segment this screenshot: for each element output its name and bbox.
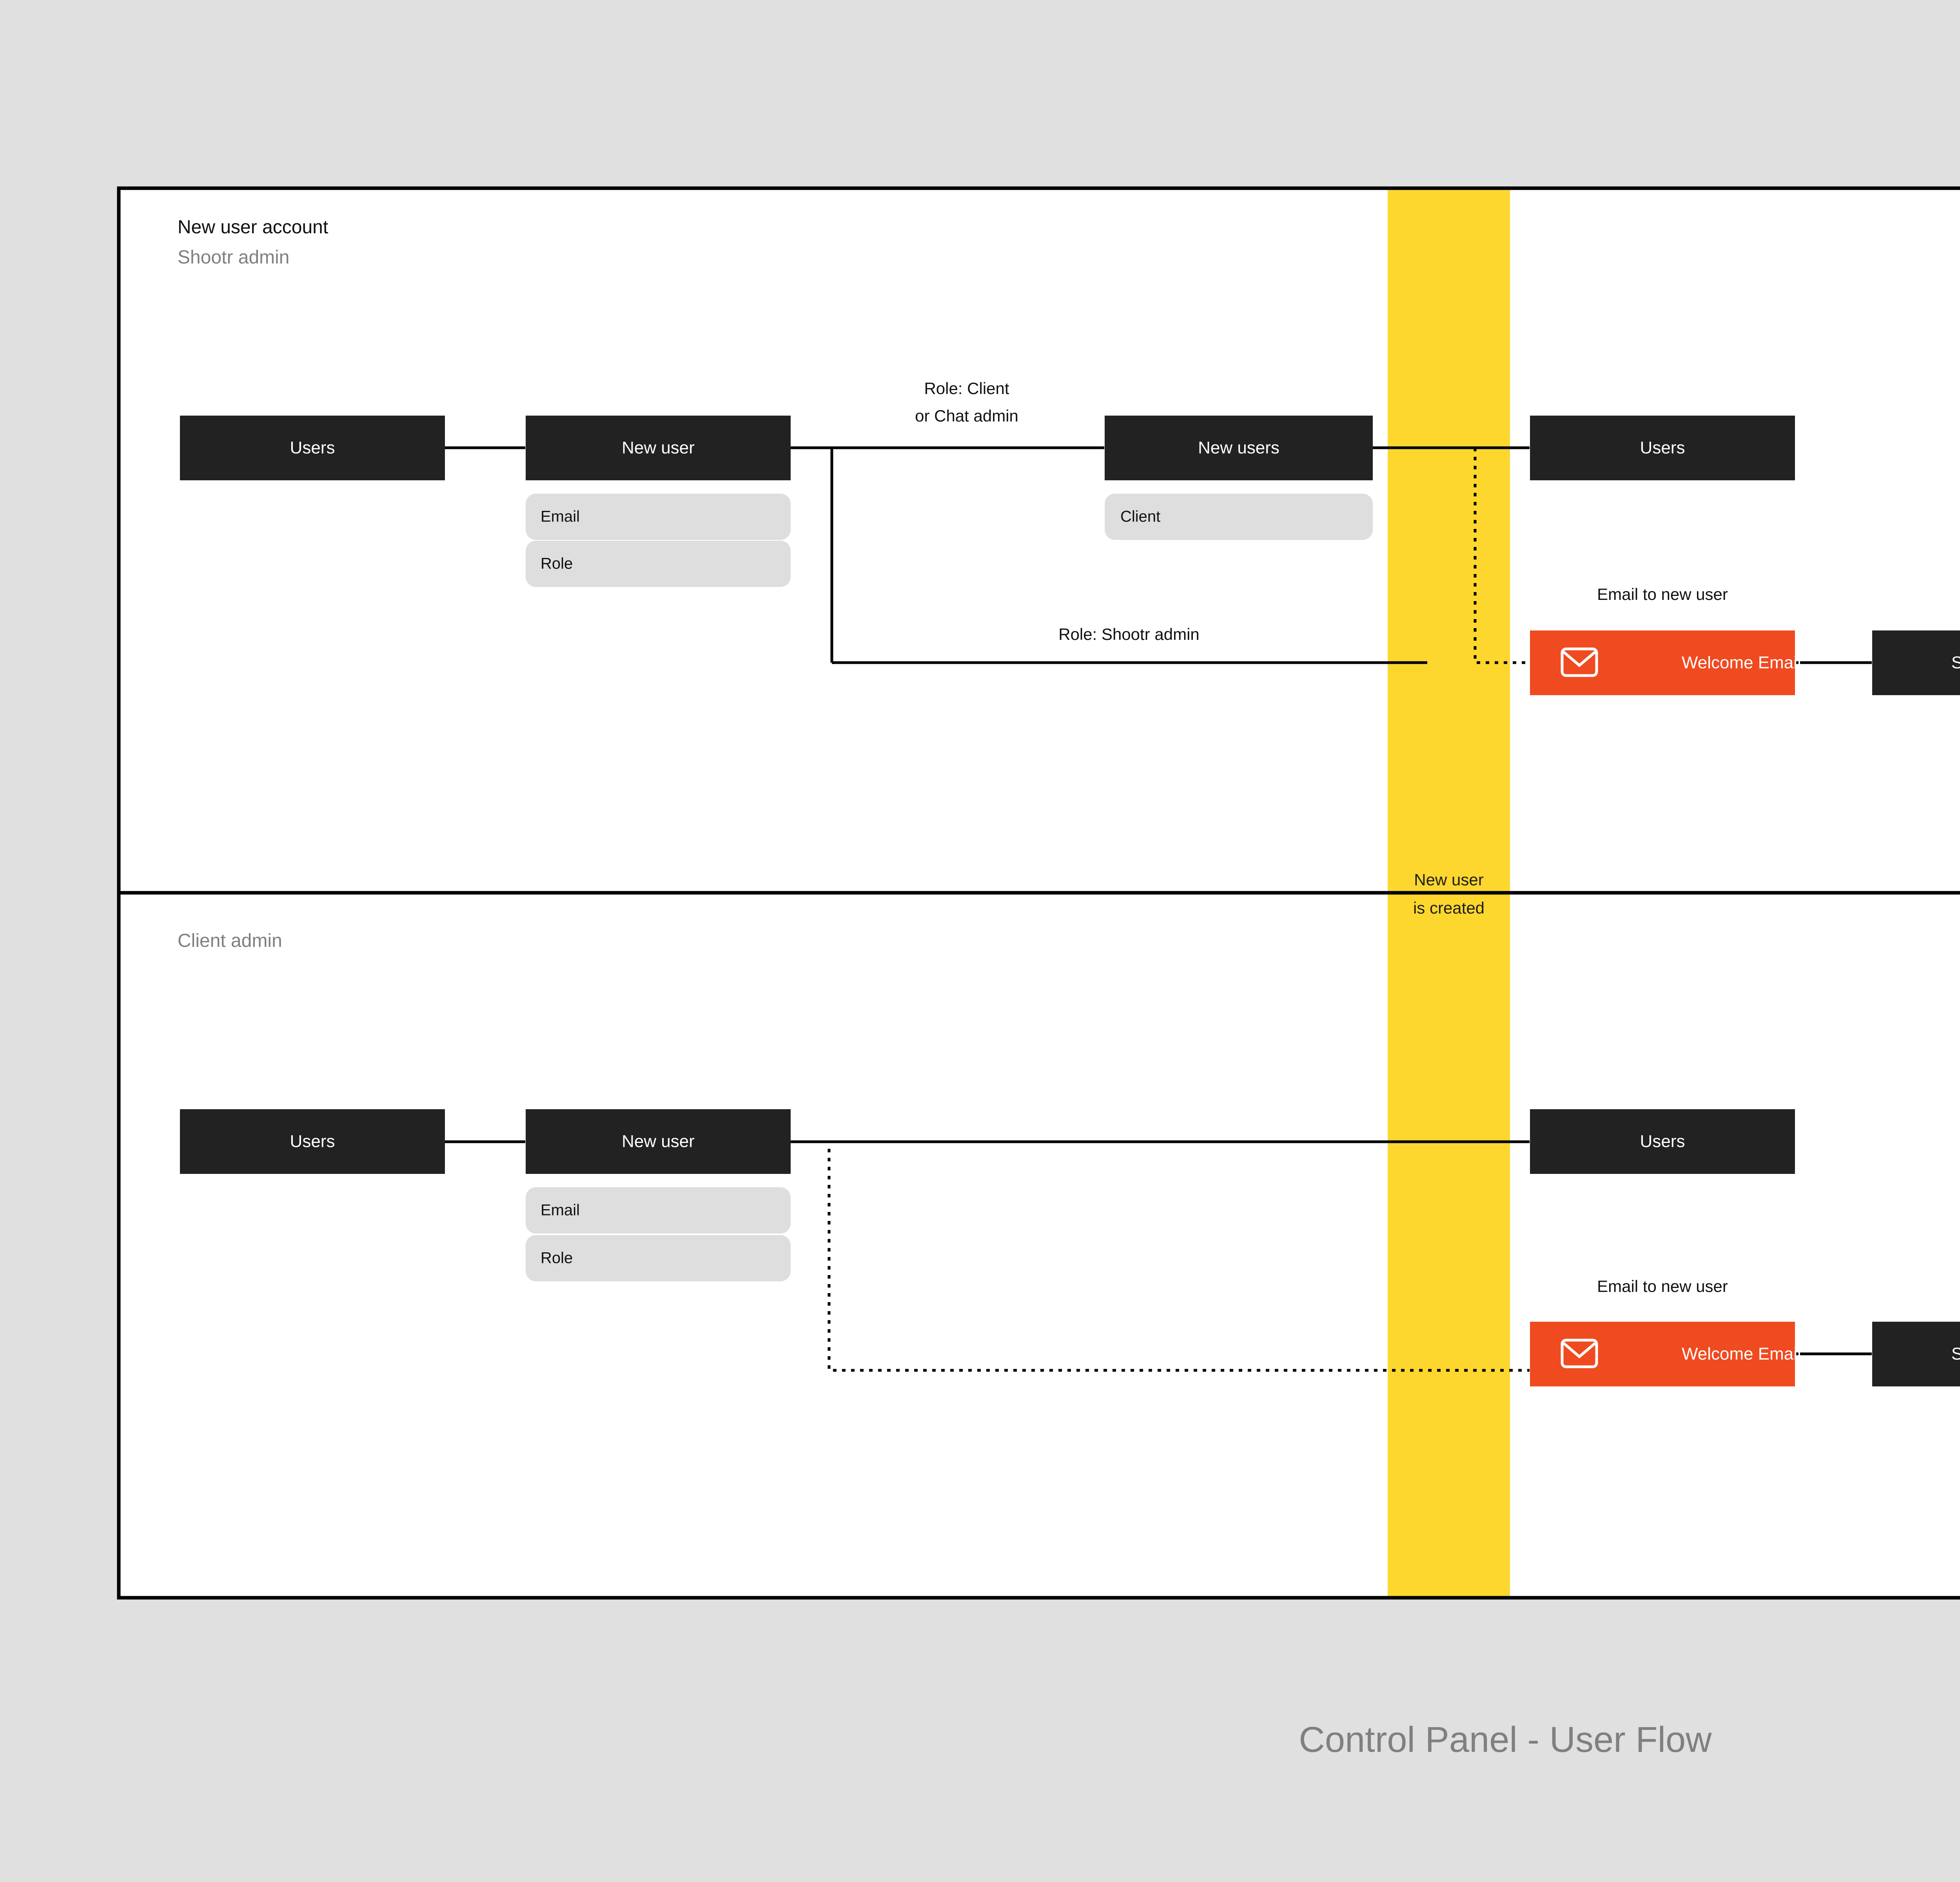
- node-label: Users: [290, 1132, 335, 1151]
- node-users-3[interactable]: Users: [180, 1109, 445, 1174]
- pill-label: Role: [541, 555, 573, 572]
- node-new-user-1[interactable]: New user: [526, 416, 791, 480]
- node-users-1[interactable]: Users: [180, 416, 445, 480]
- node-label: Users: [290, 438, 335, 458]
- annotation-email-to-new-user-1: Email to new user: [1597, 585, 1728, 603]
- section-subtitle-client-admin: Client admin: [178, 930, 282, 951]
- pill-label: Email: [541, 508, 580, 525]
- pill-role-1[interactable]: Role: [526, 541, 791, 587]
- annotation-role-client-line2: or Chat admin: [915, 407, 1018, 425]
- pill-role-2[interactable]: Role: [526, 1235, 791, 1281]
- pill-label: Role: [541, 1250, 573, 1267]
- node-set-password-1[interactable]: Set password: [1872, 630, 1960, 695]
- node-label: New user: [622, 1132, 695, 1151]
- envelope-icon: [1561, 647, 1598, 677]
- band-label-line2: is created: [1413, 899, 1485, 917]
- node-users-2[interactable]: Users: [1530, 416, 1795, 480]
- node-label: Set password: [1951, 653, 1960, 672]
- node-label: Users: [1640, 438, 1685, 458]
- node-welcome-email-1[interactable]: Welcome Email: [1530, 630, 1801, 695]
- node-users-4[interactable]: Users: [1530, 1109, 1795, 1174]
- connector-newuser2-welcome-email-dotted: [828, 1149, 1530, 1372]
- band-label-line1: New user: [1414, 870, 1483, 889]
- node-label: Welcome Email: [1682, 653, 1801, 672]
- annotation-email-to-new-user-2: Email to new user: [1597, 1277, 1728, 1295]
- node-label: Set password: [1951, 1344, 1960, 1364]
- annotation-role-shootr-admin: Role: Shootr admin: [1058, 625, 1200, 643]
- pill-label: Client: [1120, 508, 1160, 525]
- node-label: New user: [622, 438, 695, 458]
- flow-board-border: [117, 186, 1960, 1600]
- pill-client-1[interactable]: Client: [1105, 494, 1373, 540]
- node-label: New users: [1198, 438, 1279, 458]
- section-title-shootr-admin: New user account: [178, 217, 328, 238]
- page-caption: Control Panel - User Flow: [1299, 1720, 1712, 1760]
- node-welcome-email-2[interactable]: Welcome Email: [1530, 1322, 1801, 1386]
- node-new-user-2[interactable]: New user: [526, 1109, 791, 1174]
- pill-label: Email: [541, 1202, 580, 1219]
- section-subtitle-shootr-admin: Shootr admin: [178, 247, 290, 268]
- node-new-users-1[interactable]: New users: [1105, 416, 1373, 480]
- pill-email-2[interactable]: Email: [526, 1187, 791, 1233]
- envelope-icon: [1561, 1339, 1598, 1368]
- node-set-password-2[interactable]: Set password: [1872, 1322, 1960, 1386]
- pill-email-1[interactable]: Email: [526, 494, 791, 540]
- annotation-role-client-line1: Role: Client: [924, 379, 1009, 398]
- node-label: Welcome Email: [1682, 1344, 1801, 1364]
- node-label: Users: [1640, 1132, 1685, 1151]
